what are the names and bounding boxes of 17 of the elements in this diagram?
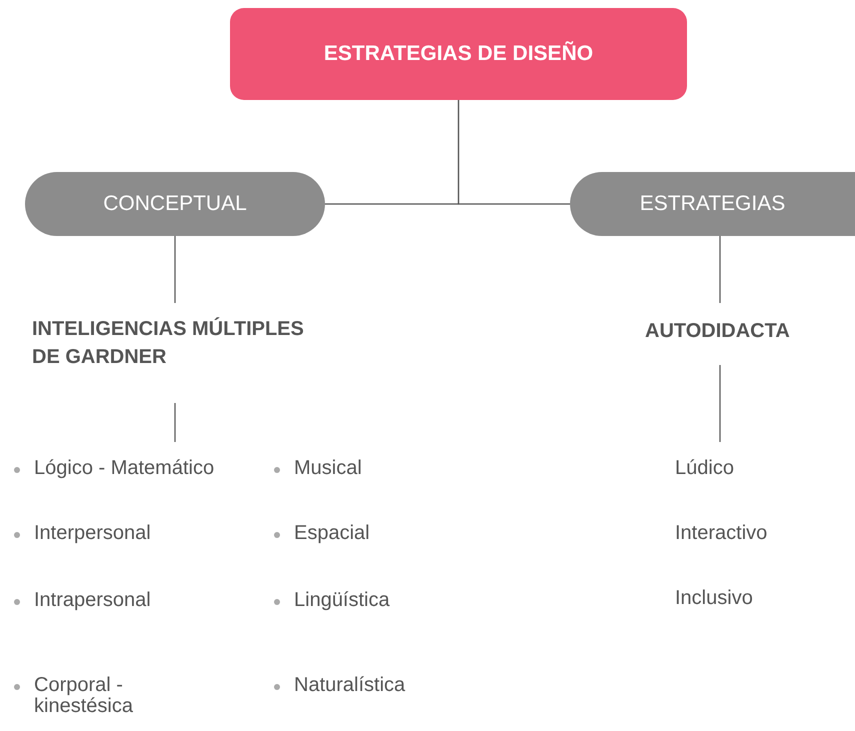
list-item: Interactivo [675,523,768,544]
list-item: Inclusivo [675,588,754,609]
box-label: ESTRATEGIAS [640,192,786,216]
list-item: Corporal - kinestésica [10,675,179,717]
connector-line [174,236,176,303]
heading-text: AUTODIDACTA [645,303,805,365]
list-item: Lúdico [675,458,735,479]
box-label: ESTRATEGIAS DE DISEÑO [324,42,594,66]
title-box [230,8,687,100]
connector-line [458,100,570,205]
category-pill [570,172,855,236]
box-label: CONCEPTUAL [103,192,247,216]
connector-line [174,403,176,442]
heading-text: INTELIGENCIAS MÚLTIPLES DE GARDNER [32,303,317,403]
connector-line [719,365,721,442]
connector-line [719,236,721,303]
list-item: Naturalística [270,675,454,696]
